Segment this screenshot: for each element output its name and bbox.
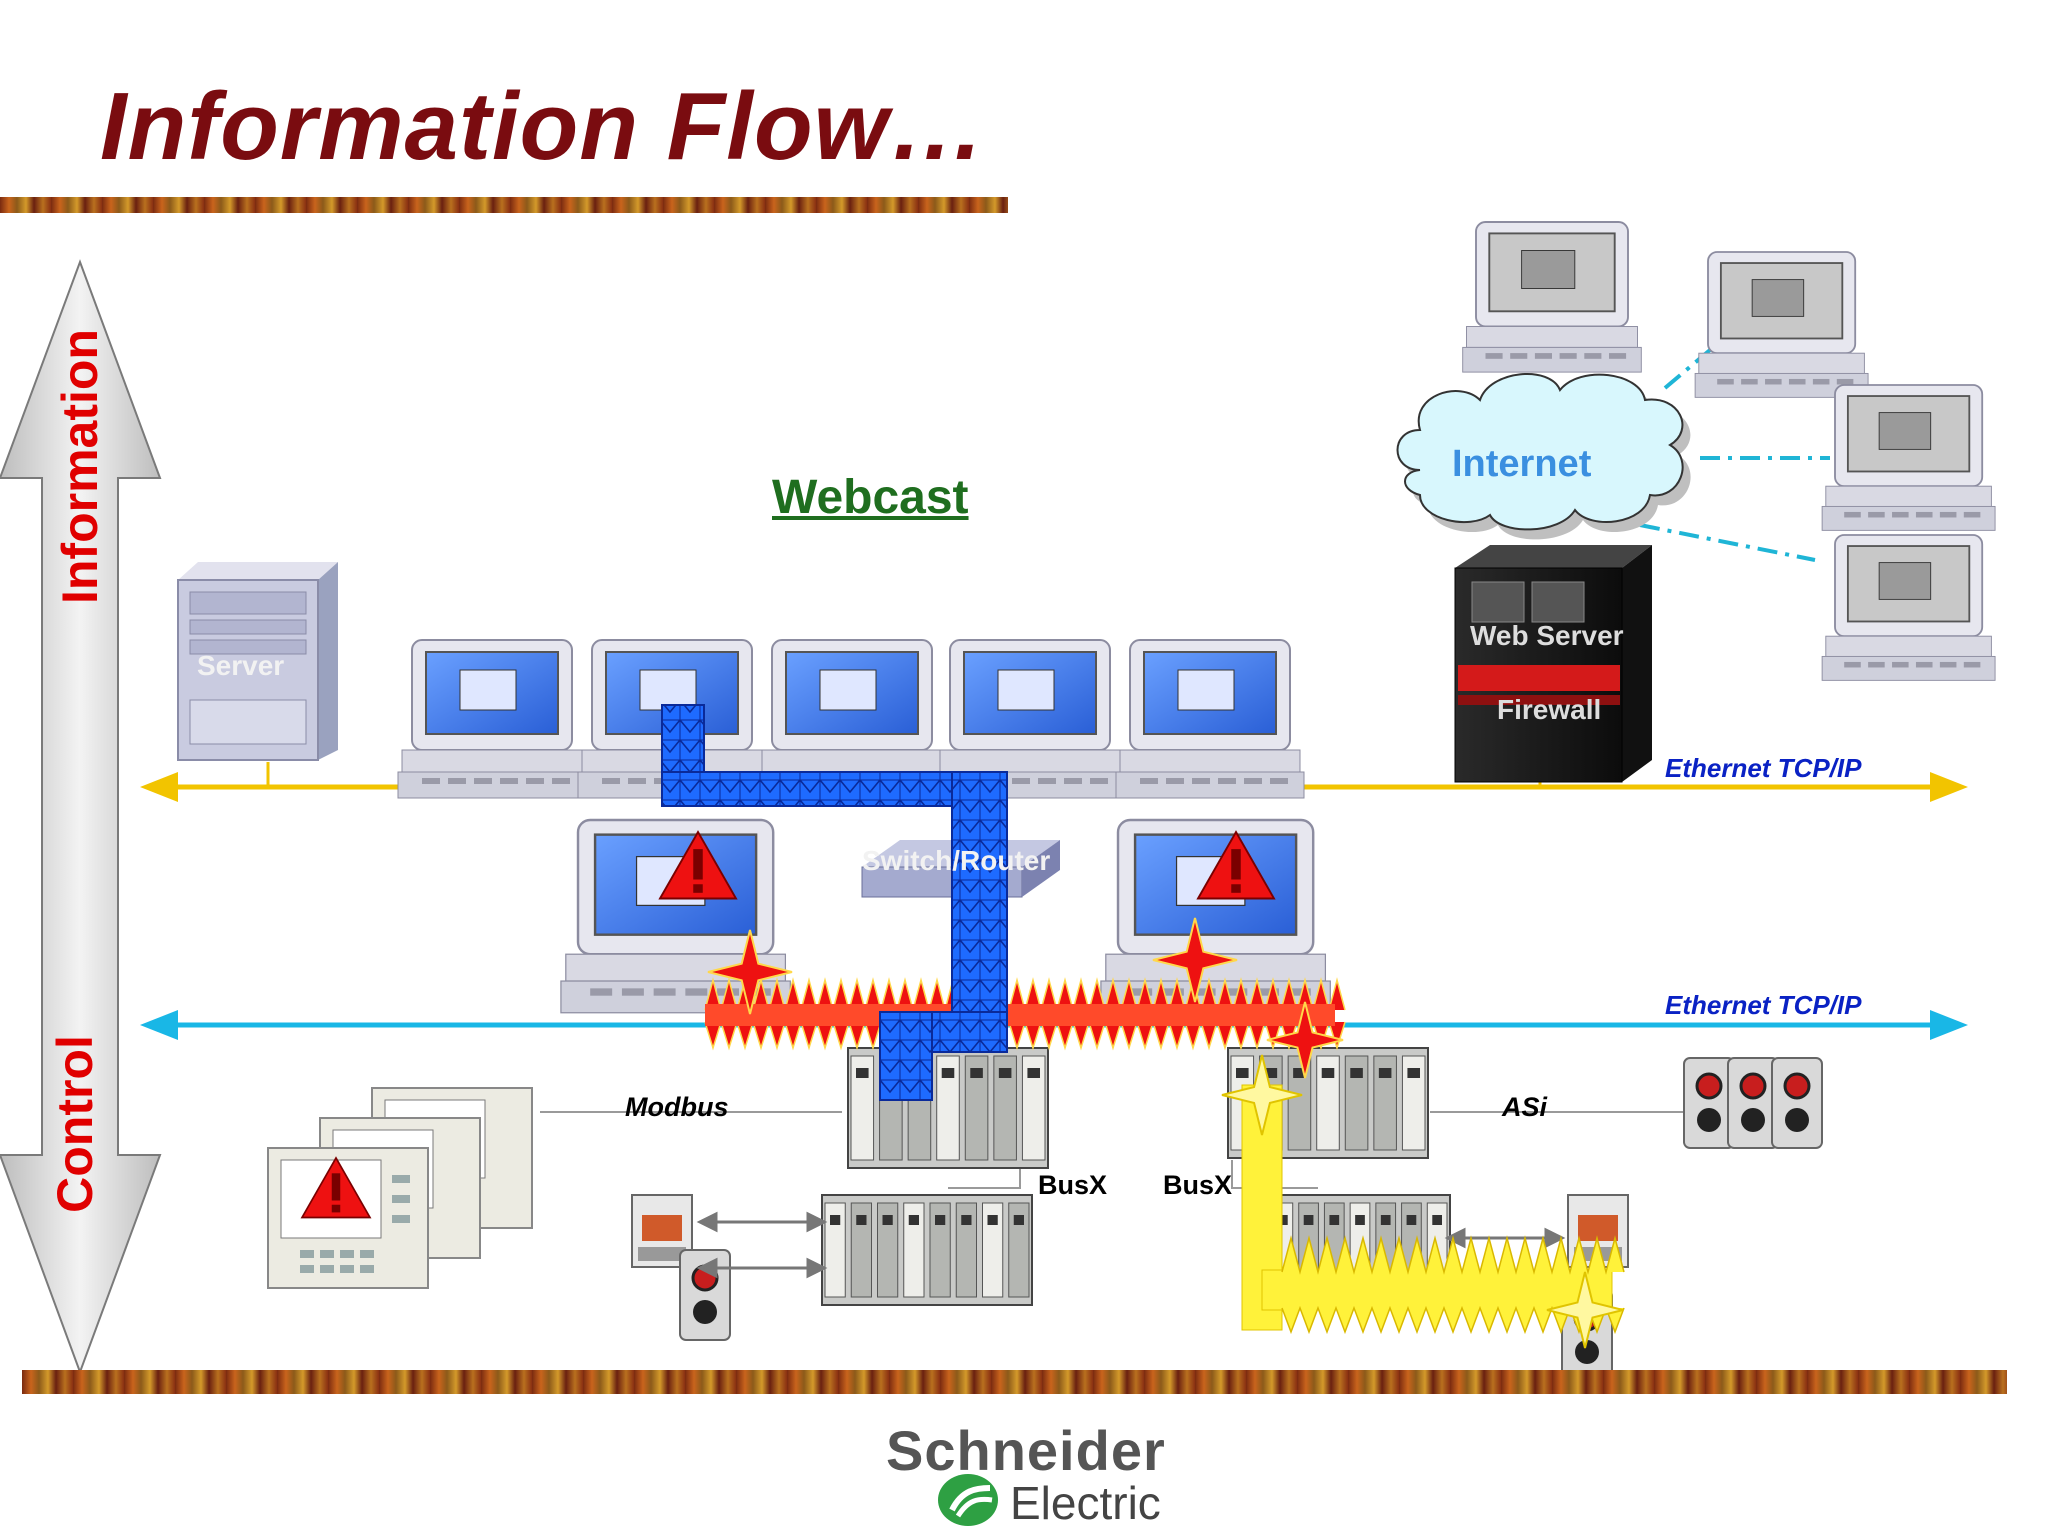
warning-triangle-icon: [658, 830, 738, 900]
axis-label-information: Information: [52, 329, 108, 604]
internet-client-terminals: [1462, 221, 1996, 681]
switch-router-label: Switch/Router: [862, 845, 1051, 876]
alarm-flow-band: [705, 1004, 1335, 1026]
workstation-icon: [397, 639, 587, 799]
webcast-label: Webcast: [772, 471, 969, 524]
alarm-star: [1152, 917, 1238, 1003]
alarm-flow-red: [704, 917, 1346, 1079]
asi-label: ASi: [1502, 1092, 1548, 1122]
pushbutton-station-icon: [1771, 1057, 1823, 1149]
event-star: [1221, 1054, 1303, 1136]
plc-rack-icon: [821, 1194, 1033, 1306]
hmi-panel-stack: [267, 1087, 533, 1289]
busx-left-label: BusX: [1038, 1170, 1108, 1200]
axis-label-control: Control: [47, 1035, 103, 1213]
alarm-star: [1266, 1001, 1344, 1079]
busx-right-label: BusX: [1163, 1170, 1233, 1200]
event-flow-yellow: [1221, 1054, 1625, 1349]
pushbutton-station-icon: [1683, 1057, 1735, 1149]
modbus-label: Modbus: [625, 1092, 729, 1122]
server-tower-icon: [177, 562, 338, 761]
logo-mark-icon: [938, 1474, 998, 1526]
internet-cloud: [1396, 373, 1691, 540]
firewall-label: Firewall: [1497, 694, 1602, 725]
logo-line1: Schneider: [886, 1419, 1166, 1482]
web-server-label: Web Server: [1470, 620, 1624, 651]
logo-line2: Electric: [1010, 1477, 1161, 1529]
internet-client-icon: [1462, 221, 1642, 373]
bus-connector-lines: [540, 1111, 1690, 1189]
warning-triangle-icon: [300, 1156, 372, 1219]
workstation-icon: [1115, 639, 1305, 799]
event-spike-row: [1281, 1235, 1625, 1275]
slide-title: Information Flow…: [100, 73, 987, 180]
plc-rack-icon: [847, 1047, 1049, 1169]
internet-label: Internet: [1452, 443, 1592, 485]
warning-triangle-icon: [1196, 830, 1276, 900]
footer-decorative-band: [22, 1370, 2007, 1394]
warning-icons: [300, 830, 1276, 1219]
pushbutton-station-icon: [679, 1249, 731, 1341]
internet-client-icon: [1821, 384, 1996, 531]
title-decorative-band: [0, 197, 1008, 213]
operator-station-icon: [1100, 818, 1331, 1014]
web-server-cabinet-icon: [1454, 545, 1652, 783]
event-star: [1546, 1271, 1624, 1349]
upper-network-label: Ethernet TCP/IP: [1665, 753, 1862, 783]
event-flow-band: [1261, 1269, 1613, 1311]
contactor-icon: [631, 1194, 693, 1268]
internet-client-icon: [1694, 251, 1869, 398]
webcast-flow-blue: [661, 704, 1008, 1101]
event-spike-row: [1281, 1305, 1625, 1335]
alarm-star: [707, 929, 793, 1015]
internet-client-icon: [1821, 534, 1996, 681]
server-label: Server: [197, 650, 285, 681]
device-link-arrows: [696, 1211, 1566, 1279]
schneider-electric-logo: Schneider Electric: [880, 1418, 1180, 1530]
pushbutton-station-icon: [1727, 1057, 1779, 1149]
lower-network-label: Ethernet TCP/IP: [1665, 990, 1862, 1020]
